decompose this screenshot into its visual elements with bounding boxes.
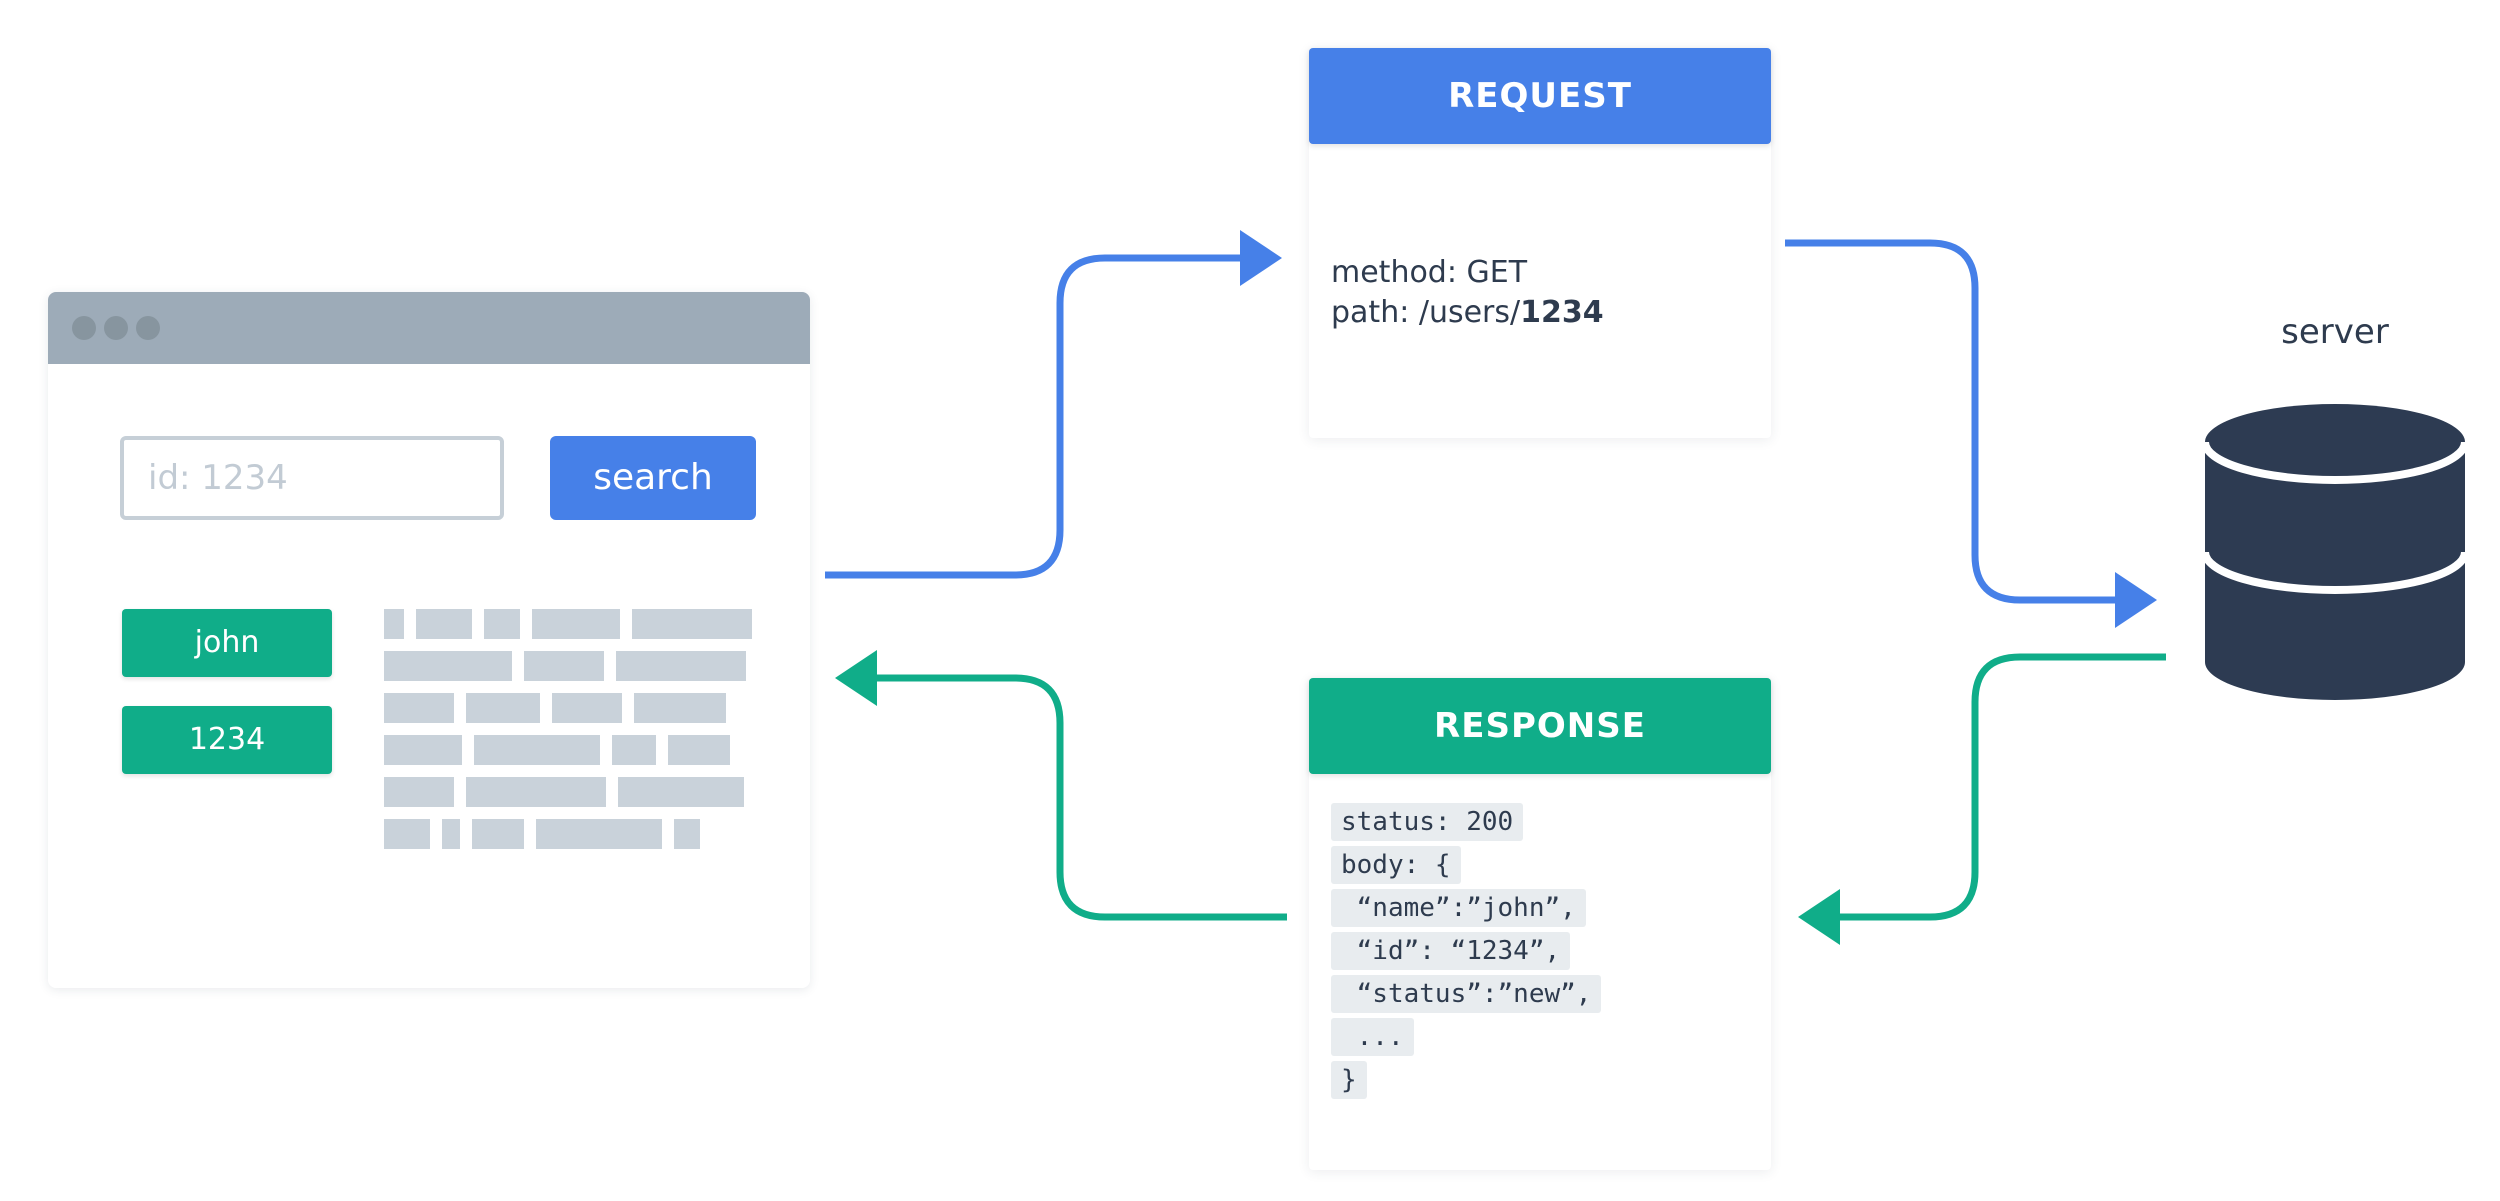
skeleton-bar	[384, 819, 430, 849]
skeleton-bar	[466, 777, 606, 807]
request-arrow	[825, 230, 1282, 579]
request-method: method: GET	[1331, 255, 1528, 290]
skeleton-bar	[416, 609, 472, 639]
request-path-prefix: path: /users/	[1331, 295, 1521, 330]
skeleton-bar	[612, 735, 656, 765]
request-header: REQUEST	[1309, 48, 1771, 144]
skeleton-bar	[474, 735, 600, 765]
skeleton-bar	[472, 819, 524, 849]
window-dot-icon[interactable]	[72, 316, 96, 340]
response-code-line: “status”:”new”,	[1331, 975, 1602, 1013]
request-path: path: /users/1234	[1331, 295, 1604, 330]
server-response-arrow	[1798, 653, 2166, 945]
database-icon	[2201, 404, 2469, 700]
skeleton-bar	[524, 651, 604, 681]
skeleton-bar	[484, 609, 520, 639]
response-code-line: “id”: “1234”,	[1331, 932, 1571, 970]
skeleton-bar	[442, 819, 460, 849]
skeleton-bar	[532, 609, 620, 639]
response-code-line: }	[1331, 1061, 1367, 1099]
skeleton-bar	[536, 819, 662, 849]
skeleton-bar	[616, 651, 746, 681]
skeleton-bar	[634, 693, 726, 723]
search-button[interactable]: search	[550, 436, 756, 520]
request-path-id: 1234	[1520, 295, 1604, 330]
response-header: RESPONSE	[1309, 678, 1771, 774]
skeleton-bar	[618, 777, 744, 807]
response-code-line: body: {	[1331, 846, 1461, 884]
window-dot-icon[interactable]	[136, 316, 160, 340]
response-code-line: “name”:”john”,	[1331, 889, 1586, 927]
response-code-line: status: 200	[1331, 803, 1524, 841]
request-card: REQUEST	[1309, 48, 1771, 438]
window-dot-icon[interactable]	[104, 316, 128, 340]
server-label: server	[2281, 312, 2389, 352]
skeleton-bar	[384, 609, 404, 639]
response-to-browser-arrow	[835, 650, 1287, 921]
search-input[interactable]: id: 1234	[120, 436, 504, 520]
result-name-tag: john	[122, 609, 332, 677]
result-id-tag: 1234	[122, 706, 332, 774]
browser-titlebar	[48, 292, 810, 364]
skeleton-bar	[466, 693, 540, 723]
skeleton-bar	[668, 735, 730, 765]
skeleton-bar	[384, 693, 454, 723]
skeleton-bar	[674, 819, 700, 849]
skeleton-bar	[384, 735, 462, 765]
skeleton-bar	[384, 777, 454, 807]
skeleton-bar	[632, 609, 752, 639]
request-to-server-arrow	[1785, 239, 2157, 628]
skeleton-bar	[384, 651, 512, 681]
response-code-line: ...	[1331, 1018, 1414, 1056]
skeleton-bar	[552, 693, 622, 723]
